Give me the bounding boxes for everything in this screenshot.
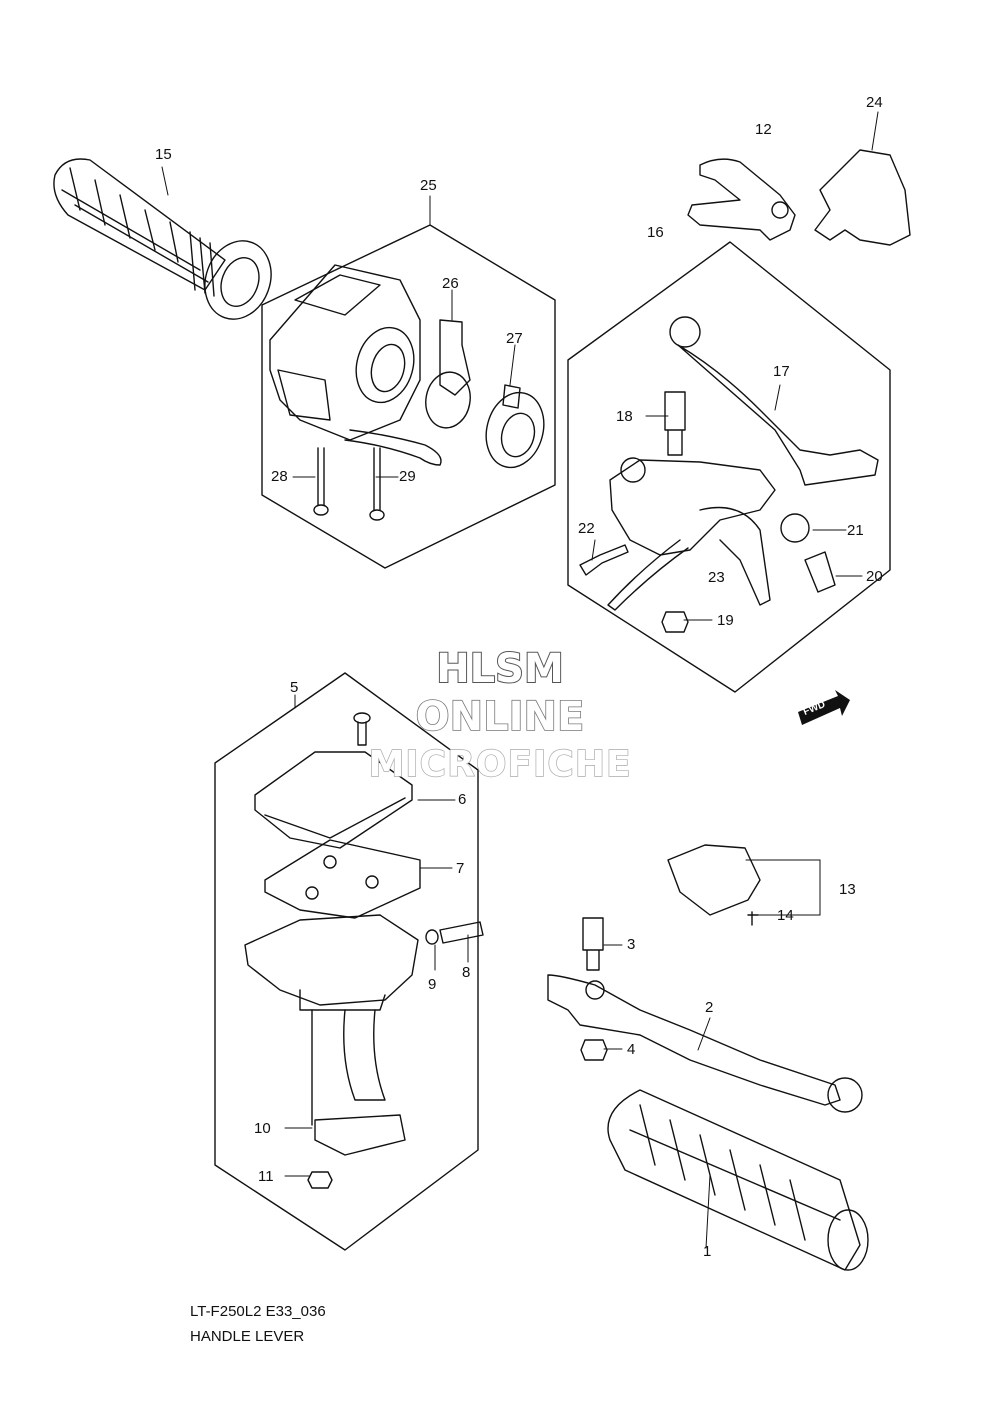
gasket-7 (264, 839, 421, 919)
screw-top (353, 712, 371, 746)
callout-6: 6 (458, 791, 467, 808)
callout-26: 26 (442, 275, 459, 292)
callout-10: 10 (254, 1120, 271, 1137)
callout-14: 14 (777, 907, 794, 924)
callout-19: 19 (717, 612, 734, 629)
nut-4 (580, 1039, 608, 1061)
fwd-arrow (798, 690, 850, 725)
watermark-line-3: MICROFICHE (368, 743, 632, 785)
small-parts-19-22 (579, 513, 836, 633)
switch-13 (667, 844, 761, 926)
nut-11 (307, 1171, 333, 1189)
lever-17 (669, 316, 879, 486)
leader-lines (161, 111, 879, 1249)
grip-1 (607, 1089, 869, 1271)
callout-12: 12 (755, 121, 772, 138)
bolt-18 (664, 391, 686, 456)
screws-28-29 (313, 447, 385, 521)
holder-23 (607, 457, 776, 611)
housing-24 (814, 149, 911, 246)
watermark-line-2: ONLINE (415, 693, 585, 741)
callout-16: 16 (647, 224, 664, 241)
diagram-title: HANDLE LEVER (190, 1328, 305, 1345)
switch-parts-26-27 (425, 319, 545, 469)
watermark-line-1: HLSM (435, 645, 565, 693)
model-code: LT-F250L2 E33_036 (190, 1303, 326, 1320)
lever-2 (547, 974, 863, 1113)
callout-24: 24 (866, 94, 883, 111)
callout-29: 29 (399, 468, 416, 485)
callout-15: 15 (155, 146, 172, 163)
callout-11: 11 (258, 1168, 274, 1185)
callout-27: 27 (506, 330, 523, 347)
callout-17: 17 (773, 363, 790, 380)
callout-4: 4 (627, 1041, 636, 1058)
callout-18: 18 (616, 408, 633, 425)
callout-7: 7 (456, 860, 465, 877)
reservoir (244, 914, 419, 1156)
callout-8: 8 (462, 964, 471, 981)
callout-1: 1 (703, 1243, 712, 1260)
callout-22: 22 (578, 520, 595, 537)
grip-15 (53, 158, 272, 320)
callout-3: 3 (627, 936, 636, 953)
callout-5: 5 (290, 679, 299, 696)
callout-9: 9 (428, 976, 437, 993)
callout-13: 13 (839, 881, 856, 898)
callout-21: 21 (847, 522, 864, 539)
callout-25: 25 (420, 177, 437, 194)
group-box-17 (567, 241, 891, 693)
screw-8-washer-9 (425, 921, 484, 945)
bolt-3 (582, 917, 604, 971)
callout-20: 20 (866, 568, 883, 585)
group-box-25 (261, 224, 556, 569)
group-box-5 (214, 672, 479, 1251)
bracket-12-16 (687, 158, 796, 241)
callout-28: 28 (271, 468, 288, 485)
callout-2: 2 (705, 999, 714, 1016)
callout-23: 23 (708, 569, 725, 586)
cover-6 (254, 751, 413, 849)
switch-assembly-25 (269, 264, 442, 466)
